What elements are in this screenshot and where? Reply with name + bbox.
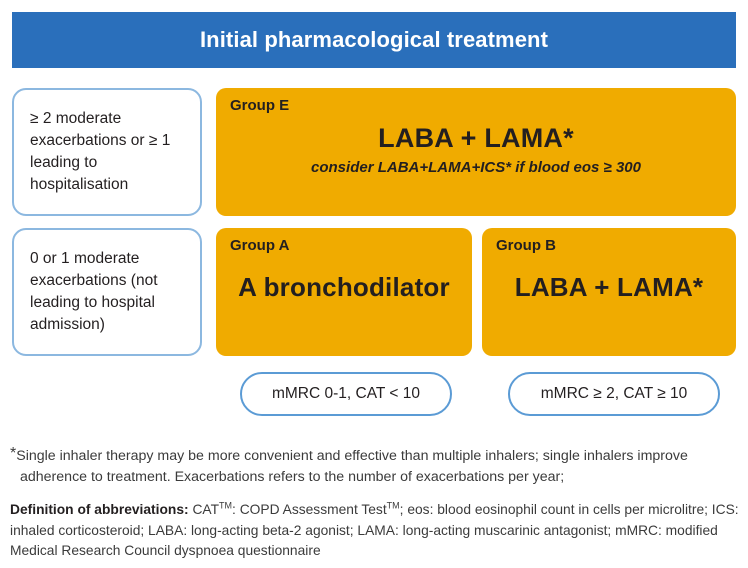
group-box-e: Group E LABA + LAMA* consider LABA+LAMA+… [216,88,736,216]
footnote-marker: * [10,445,17,462]
group-note-e: consider LABA+LAMA+ICS* if blood eos ≥ 3… [311,158,641,176]
group-box-a: Group A A bronchodilator [216,228,472,356]
definitions-cat-label: CAT [192,502,220,517]
criteria-box-high-exacerbation: ≥ 2 moderate exacerbations or ≥ 1 leadin… [12,88,202,216]
footnote: *Single inhaler therapy may be more conv… [10,446,740,487]
group-label-a: Group A [230,237,290,254]
group-treatment-e: LABA + LAMA* [378,122,574,153]
symptom-pill-high: mMRC ≥ 2, CAT ≥ 10 [508,372,720,416]
criteria-text: 0 or 1 moderate exacerbations (not leadi… [30,250,158,333]
symptom-pill-low-label: mMRC 0-1, CAT < 10 [271,385,420,402]
symptom-pill-low: mMRC 0-1, CAT < 10 [240,372,452,416]
footnote-text: Single inhaler therapy may be more conve… [16,448,688,485]
symptom-pill-high-label: mMRC ≥ 2, CAT ≥ 10 [540,385,688,402]
group-box-b: Group B LABA + LAMA* [482,228,736,356]
definitions-block: Definition of abbreviations: CATTM: COPD… [10,500,746,562]
criteria-text: ≥ 2 moderate exacerbations or ≥ 1 leadin… [30,110,171,193]
page-title: Initial pharmacological treatment [199,27,549,52]
definitions-heading: Definition of abbreviations: [10,502,189,517]
group-label-b: Group B [496,237,556,254]
group-treatment-b: LABA + LAMA* [514,271,704,302]
group-treatment-a: A bronchodilator [238,271,450,302]
criteria-box-low-exacerbation: 0 or 1 moderate exacerbations (not leadi… [12,228,202,356]
definitions-rest: ; eos: blood eosinophil count in cells p… [10,502,739,559]
group-label-e: Group E [230,97,290,114]
trademark-symbol: TM [386,500,400,511]
trademark-symbol: TM [219,500,233,511]
definitions-cat-expansion: : COPD Assessment Test [232,502,387,517]
header-banner: Initial pharmacological treatment [12,12,736,68]
